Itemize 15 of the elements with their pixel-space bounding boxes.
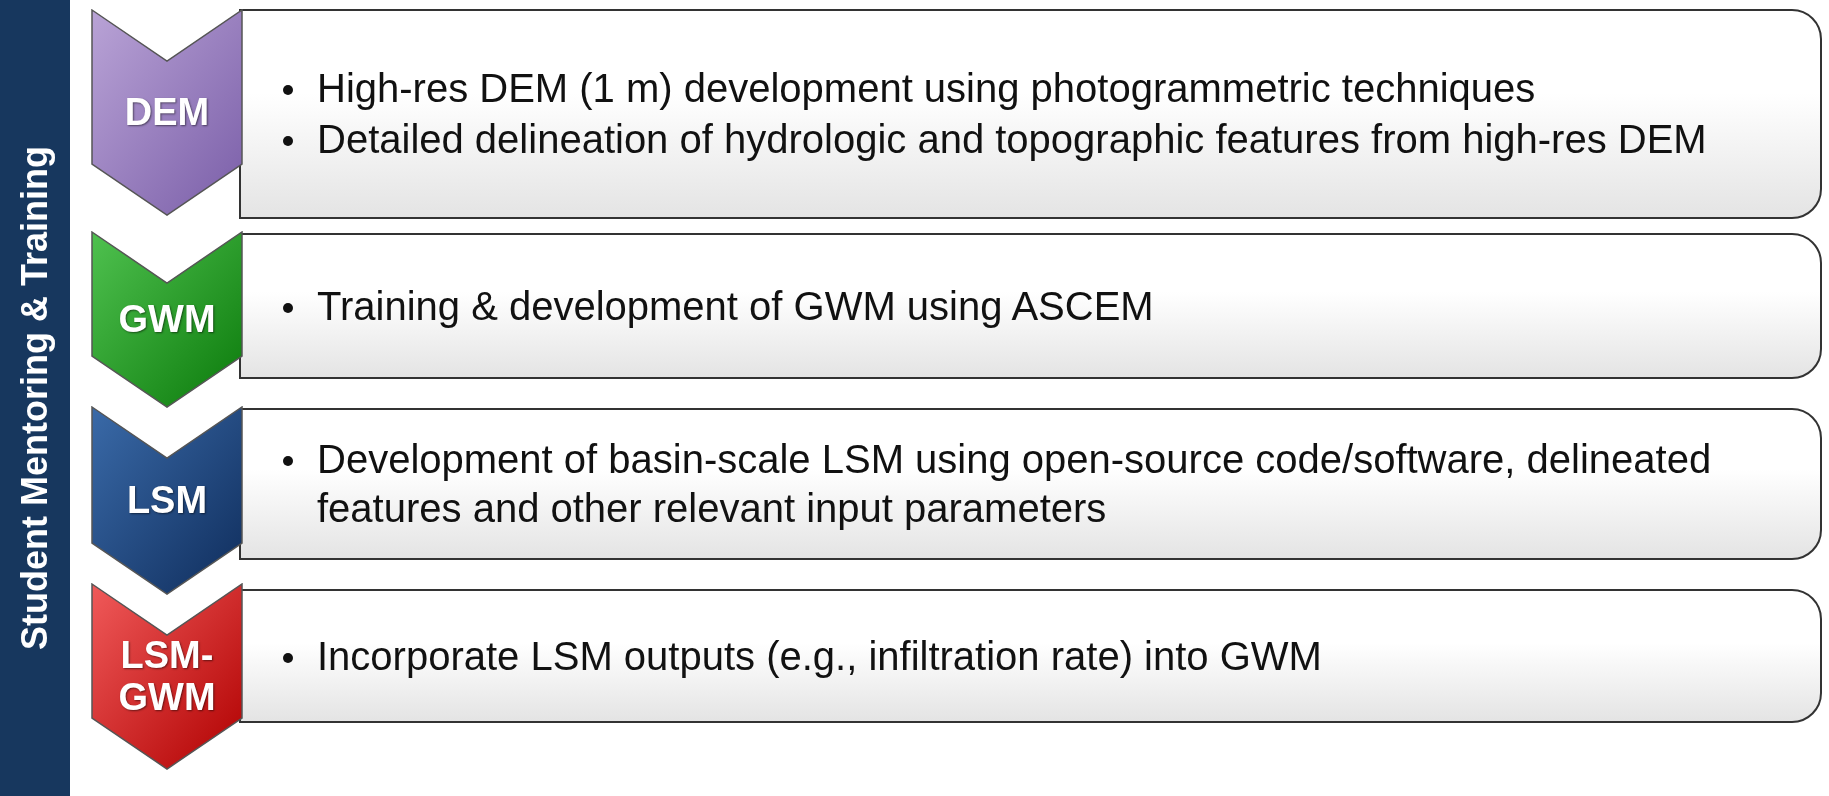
step-label: GWM (118, 298, 216, 341)
bullet-text: High-res DEM (1 m) development using photogrammetric techniques (317, 65, 1536, 113)
chevron-step (91, 406, 243, 595)
chevron-step (91, 231, 243, 408)
band-title: Student Mentoring & Training (14, 146, 56, 650)
step-label: LSM (126, 479, 208, 522)
bullet-text: Development of basin-scale LSM using open-source code/software, delineated features and other relevant input parameters (317, 436, 1713, 532)
chevron-step (91, 9, 243, 216)
side-band (0, 0, 70, 796)
chevron-step (91, 583, 243, 770)
bullet-text: Detailed delineation of hydrologic and topographic features from high-res DEM (317, 116, 1707, 163)
bullet-text: Training & development of GWM using ASCEM (317, 282, 1154, 330)
step-label: DEM (124, 91, 210, 134)
step-label: LSM-GWM (118, 634, 216, 719)
bullet-text: Incorporate LSM outputs (e.g., infiltration rate) into GWM (317, 632, 1322, 680)
